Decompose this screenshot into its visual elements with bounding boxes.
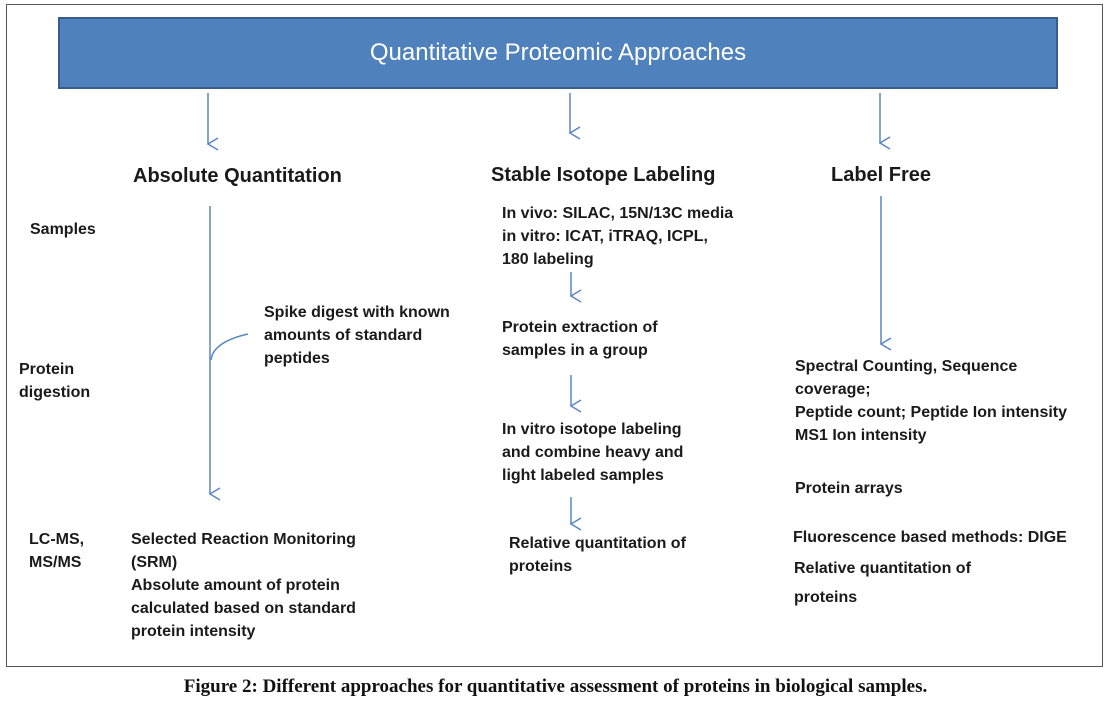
labelfree-result-line2: proteins [794,589,858,606]
labelfree-protein-arrays: Protein arrays [795,480,903,497]
spike-digest-note: Spike digest with known amounts of stand… [264,304,450,367]
heading-label-free: Label Free [831,164,932,186]
labelfree-methods: Spectral Counting, Sequence coverage; Pe… [795,358,1068,444]
absolute-result-srm: Selected Reaction Monitoring (SRM) Absol… [131,531,356,640]
figure-caption: Figure 2: Different approaches for quant… [0,676,1111,698]
isotope-step-vitro-labeling: In vitro isotope labeling and combine he… [502,421,684,484]
isotope-step-labeling-methods: In vivo: SILAC, 15N/13C media in vitro: … [502,205,734,268]
header-box: Quantitative Proteomic Approaches [58,17,1058,89]
row-label-samples: Samples [30,221,96,238]
isotope-step-protein-extraction: Protein extraction of samples in a group [502,319,658,359]
labelfree-fluorescence: Fluorescence based methods: DIGE [793,529,1067,546]
figure-frame [6,4,1103,667]
header-title: Quantitative Proteomic Approaches [369,39,747,66]
labelfree-result-line1: Relative quantitation of [794,560,971,577]
heading-absolute-quantitation: Absolute Quantitation [133,165,342,187]
heading-stable-isotope-labeling: Stable Isotope Labeling [491,164,716,186]
caption-text: Different approaches for quantitative as… [257,676,928,697]
isotope-result: Relative quantitation of proteins [509,535,686,575]
caption-label: Figure 2: [183,676,258,697]
spike-branch-curve [210,333,249,361]
row-label-protein-digestion: Protein digestion [19,361,91,401]
row-label-lcms: LC-MS, MS/MS [29,531,85,571]
